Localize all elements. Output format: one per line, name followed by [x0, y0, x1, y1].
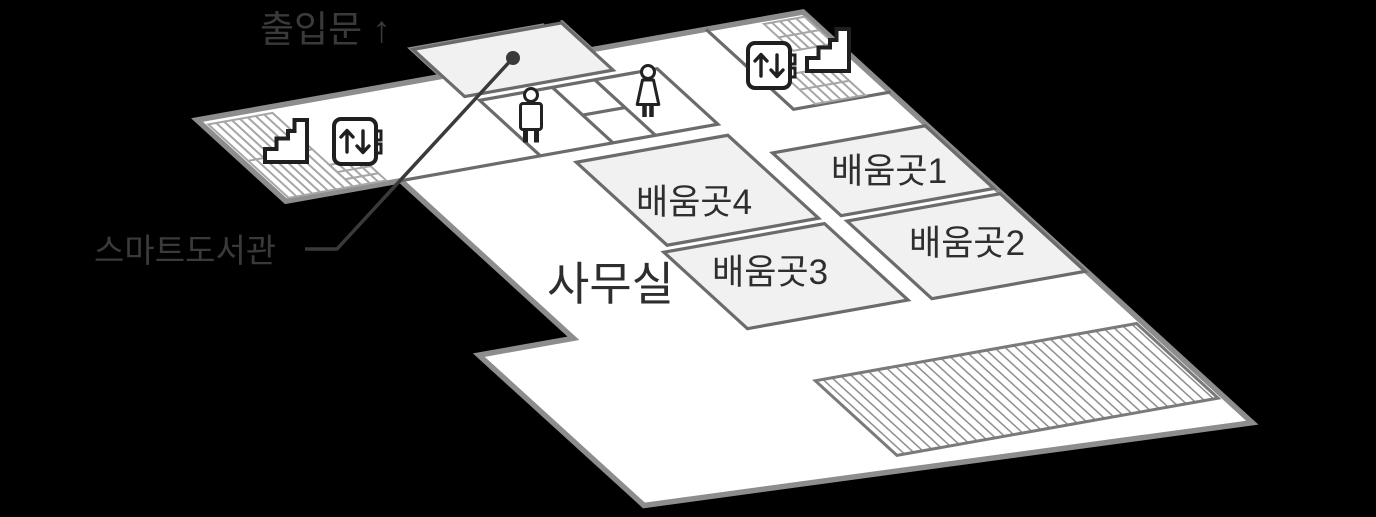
female-restroom-icon [635, 64, 661, 117]
elevator-icon [746, 41, 797, 90]
smart-library-leader-line [305, 56, 515, 251]
office-label: 사무실 [547, 258, 674, 310]
stairs-icon [805, 27, 851, 73]
entrance-label: 출입문 ↑ [260, 9, 391, 50]
learning-room-4 [576, 135, 818, 245]
learning-room-3-label: 배움곳3 [712, 253, 828, 292]
learning-room-2-label: 배움곳2 [909, 224, 1025, 263]
learning-room-1-label: 배움곳1 [831, 152, 947, 191]
smart-library-marker-dot [506, 51, 520, 65]
stairs-icon [263, 118, 309, 164]
hatched-area [815, 324, 1218, 456]
up-arrow-icon [753, 52, 769, 78]
restroom-block [480, 69, 718, 156]
right-stairwell-grid [706, 12, 890, 109]
down-arrow-icon [769, 53, 785, 79]
smart-library-label: 스마트도서관 [94, 232, 276, 269]
corridor-wall [401, 156, 540, 181]
down-arrow-icon [355, 129, 371, 155]
learning-room-4-label: 배움곳4 [636, 183, 752, 222]
learning-room-2 [847, 194, 1085, 299]
learning-room-1 [773, 126, 994, 216]
elevator-icon [332, 117, 383, 166]
up-arrow-icon [339, 128, 355, 154]
learning-room-3 [664, 224, 908, 329]
male-restroom-icon [519, 87, 543, 143]
building-plan [168, 0, 1253, 517]
